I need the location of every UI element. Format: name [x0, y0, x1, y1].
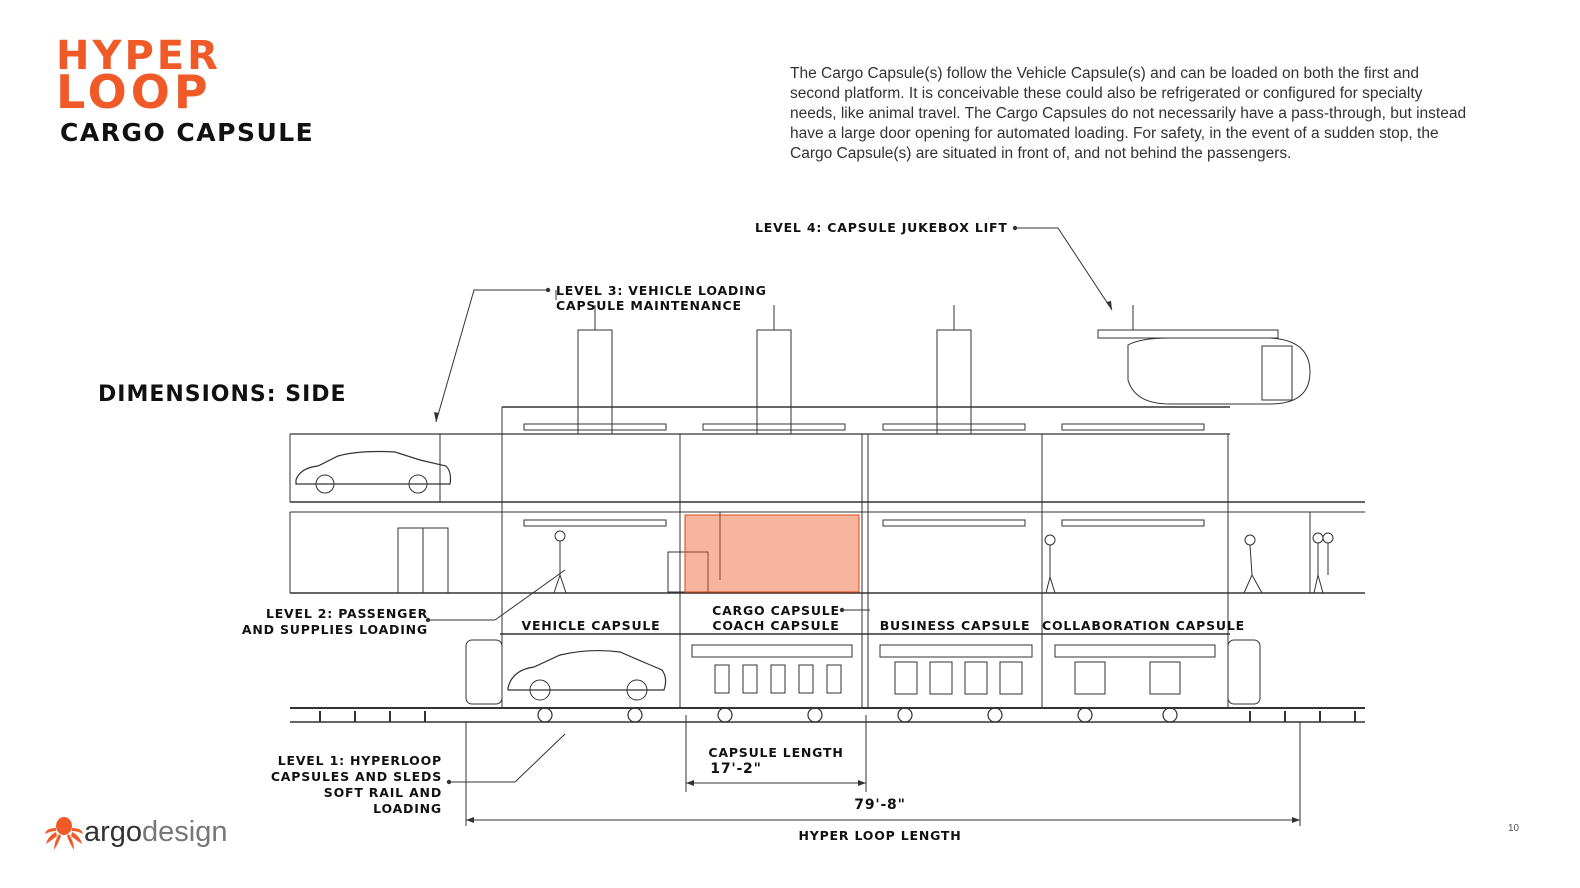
hyperloop-logo: HYPER LOOP — [56, 33, 221, 119]
argodesign-brand: argodesign — [44, 812, 228, 852]
brand-wordmark: argodesign — [84, 816, 228, 849]
label-level-3-line1: LEVEL 3: VEHICLE LOADING — [556, 283, 767, 298]
page-number: 10 — [1508, 823, 1520, 834]
label-coach-capsule: COACH CAPSULE — [712, 618, 840, 633]
label-collaboration-capsule: COLLABORATION CAPSULE — [1042, 618, 1245, 633]
capsule-length-label: CAPSULE LENGTH — [708, 745, 844, 760]
label-level-2-line2: AND SUPPLIES LOADING — [241, 622, 428, 637]
total-length-label: HYPER LOOP LENGTH — [798, 828, 962, 843]
label-vehicle-capsule: VEHICLE CAPSULE — [521, 618, 661, 633]
section-title: DIMENSIONS: SIDE — [98, 382, 347, 407]
logo-line-2: LOOP — [56, 65, 212, 119]
label-business-capsule: BUSINESS CAPSULE — [879, 618, 1031, 633]
total-length-value: 79'-8" — [854, 797, 906, 813]
label-level-1-line1: LEVEL 1: HYPERLOOP — [277, 753, 442, 768]
logo-line-1: HYPER — [56, 33, 221, 79]
label-level-2-line1: LEVEL 2: PASSENGER — [265, 606, 428, 621]
label-level-1-line4: LOADING — [373, 801, 442, 816]
brand-wordmark-part2: design — [142, 815, 228, 848]
description-text: The Cargo Capsule(s) follow the Vehicle … — [790, 65, 1467, 162]
octopus-icon — [45, 817, 83, 850]
label-level-1-line3: SOFT RAIL AND — [323, 785, 442, 800]
label-level-3-line2: CAPSULE MAINTENANCE — [556, 298, 742, 313]
label-level-1-line2: CAPSULES AND SLEDS — [270, 769, 442, 784]
label-cargo-capsule: CARGO CAPSULE — [712, 603, 840, 618]
capsule-length-value: 17'-2" — [710, 761, 762, 777]
label-level-4: LEVEL 4: CAPSULE JUKEBOX LIFT — [755, 220, 1008, 235]
brand-wordmark-part1: argo — [84, 815, 143, 848]
page-subtitle: CARGO CAPSULE — [60, 118, 315, 147]
